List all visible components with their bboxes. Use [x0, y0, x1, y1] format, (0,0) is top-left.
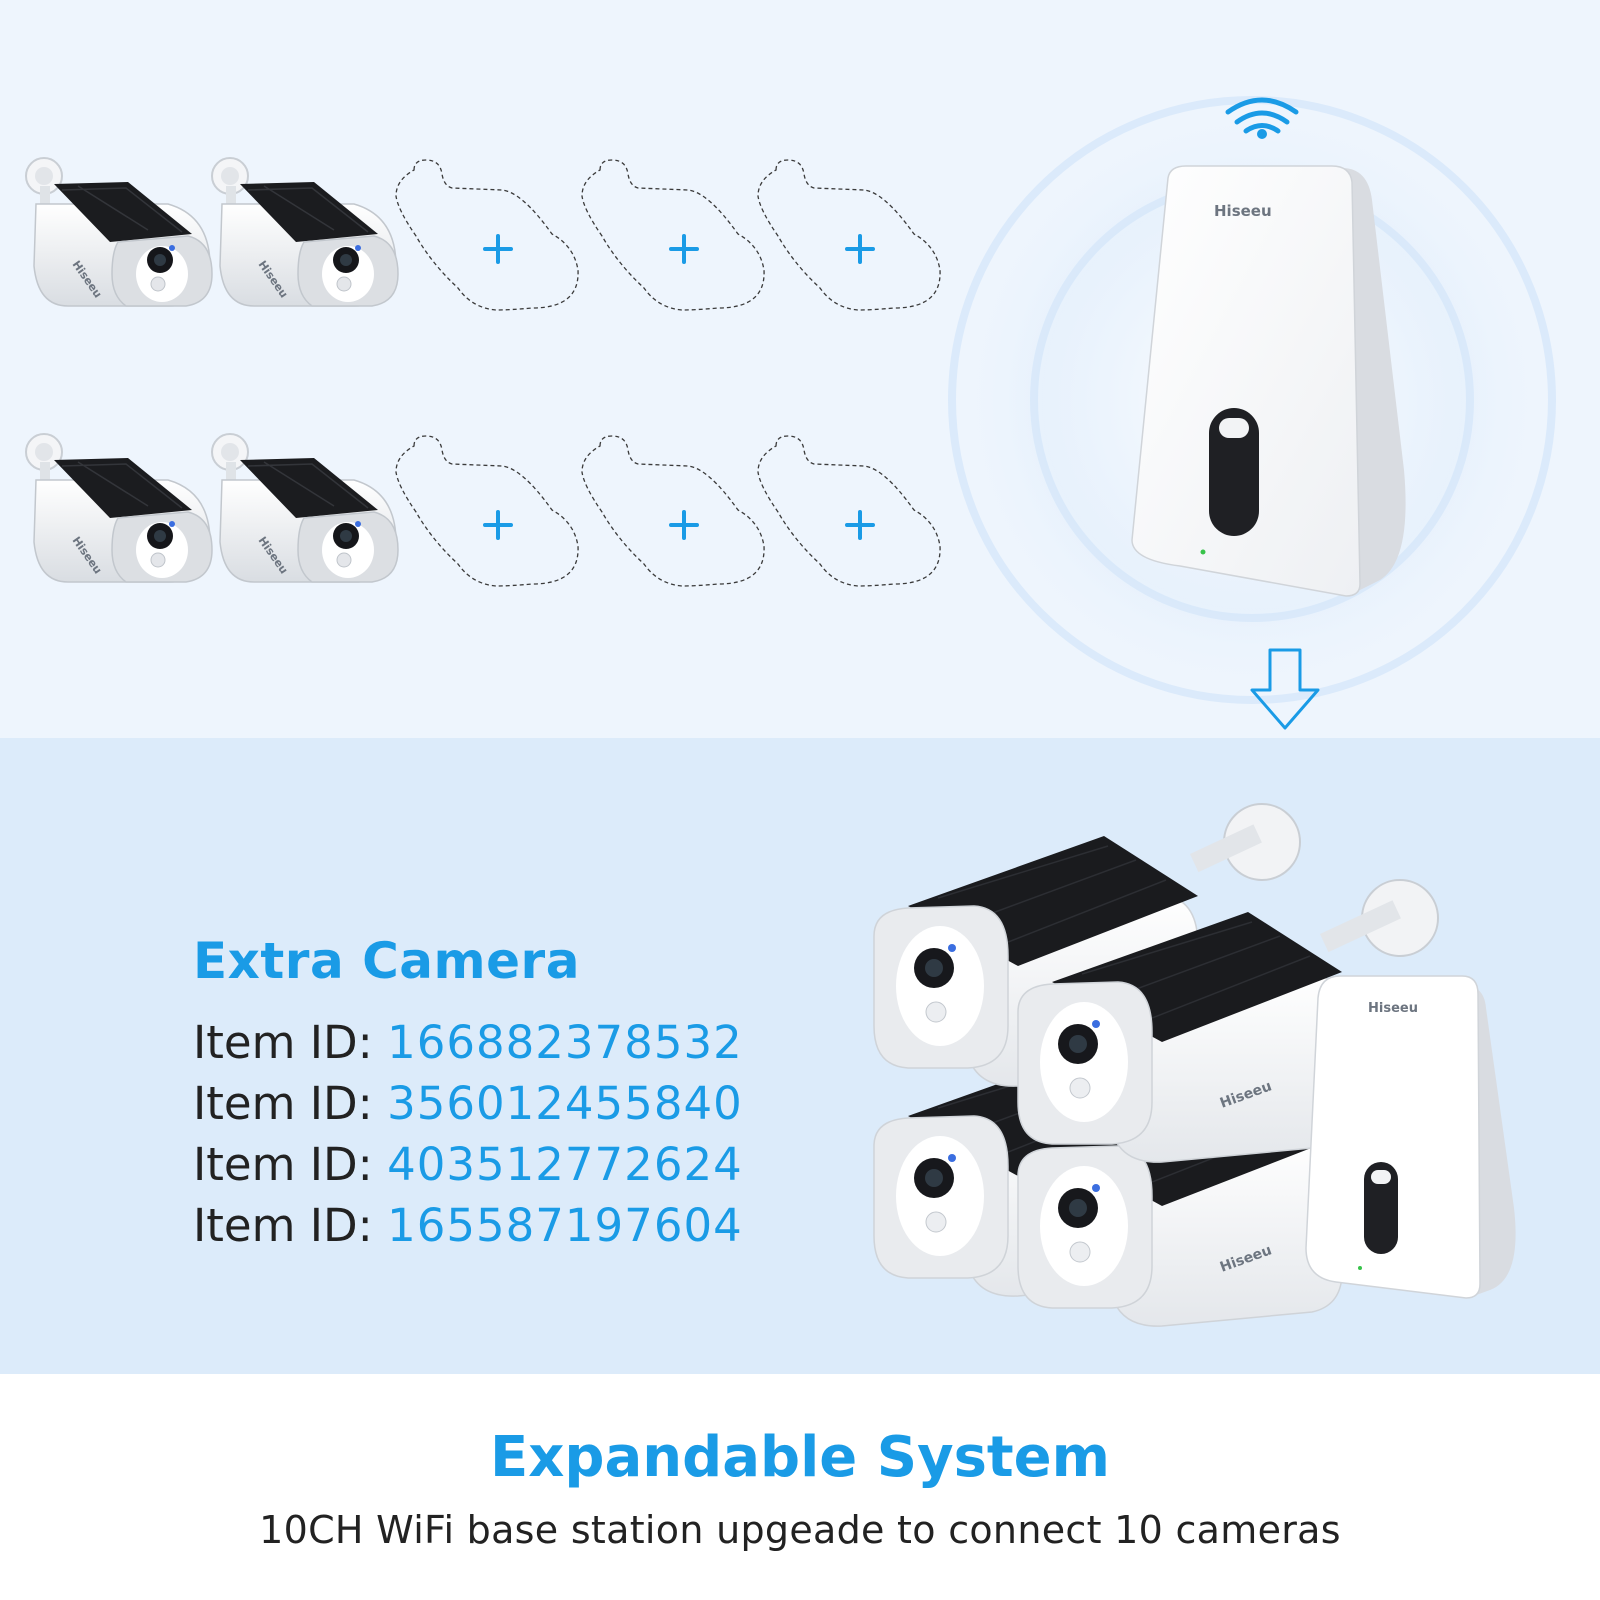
empty-slot-5 — [756, 158, 943, 312]
empty-slot-9 — [580, 434, 767, 588]
svg-text:Hiseeu: Hiseeu — [1368, 1001, 1418, 1016]
expandable-system-title: Expandable System — [489, 1425, 1111, 1490]
top-diagram-section: Hiseeu — [0, 0, 1600, 738]
camera-slot-6 — [25, 433, 213, 583]
expandable-system-subtitle: 10CH WiFi base station upgeade to connec… — [259, 1508, 1341, 1552]
bundle-base-station: Hiseeu — [1305, 975, 1516, 1299]
empty-slot-4 — [580, 158, 767, 312]
empty-slot-8 — [394, 434, 581, 588]
item-id-value: 403512772624 — [387, 1138, 743, 1191]
extra-camera-title: Extra Camera — [193, 932, 580, 990]
svg-text:Hiseeu: Hiseeu — [1214, 202, 1272, 220]
camera-slot-2 — [211, 157, 399, 307]
item-id-value: 356012455840 — [387, 1077, 743, 1130]
down-arrow-icon — [1250, 648, 1320, 730]
item-id-row-2: Item ID: 356012455840 — [193, 1077, 743, 1130]
wifi-icon — [1225, 97, 1299, 139]
channel-diagram: Hiseeu — [25, 96, 1556, 730]
item-id-label: Item ID: — [193, 1199, 388, 1252]
empty-slot-10 — [756, 434, 943, 588]
footer-section — [0, 1374, 1600, 1600]
item-id-value: 165587197604 — [387, 1199, 743, 1252]
camera-slot-1 — [25, 157, 213, 307]
item-id-row-4: Item ID: 165587197604 — [193, 1199, 743, 1252]
empty-slot-3 — [394, 158, 581, 312]
item-id-label: Item ID: — [193, 1077, 388, 1130]
product-bundle-image: Hiseeu Hiseeu — [873, 803, 1516, 1327]
item-id-row-1: Item ID: 166882378532 — [193, 1016, 743, 1069]
base-station: Hiseeu — [1131, 165, 1406, 597]
item-id-label: Item ID: — [193, 1138, 388, 1191]
item-id-row-3: Item ID: 403512772624 — [193, 1138, 743, 1191]
extra-camera-section: Hiseeu Hiseeu — [0, 738, 1600, 1374]
item-id-label: Item ID: — [193, 1016, 388, 1069]
camera-slot-7 — [211, 433, 399, 583]
item-id-value: 166882378532 — [387, 1016, 743, 1069]
